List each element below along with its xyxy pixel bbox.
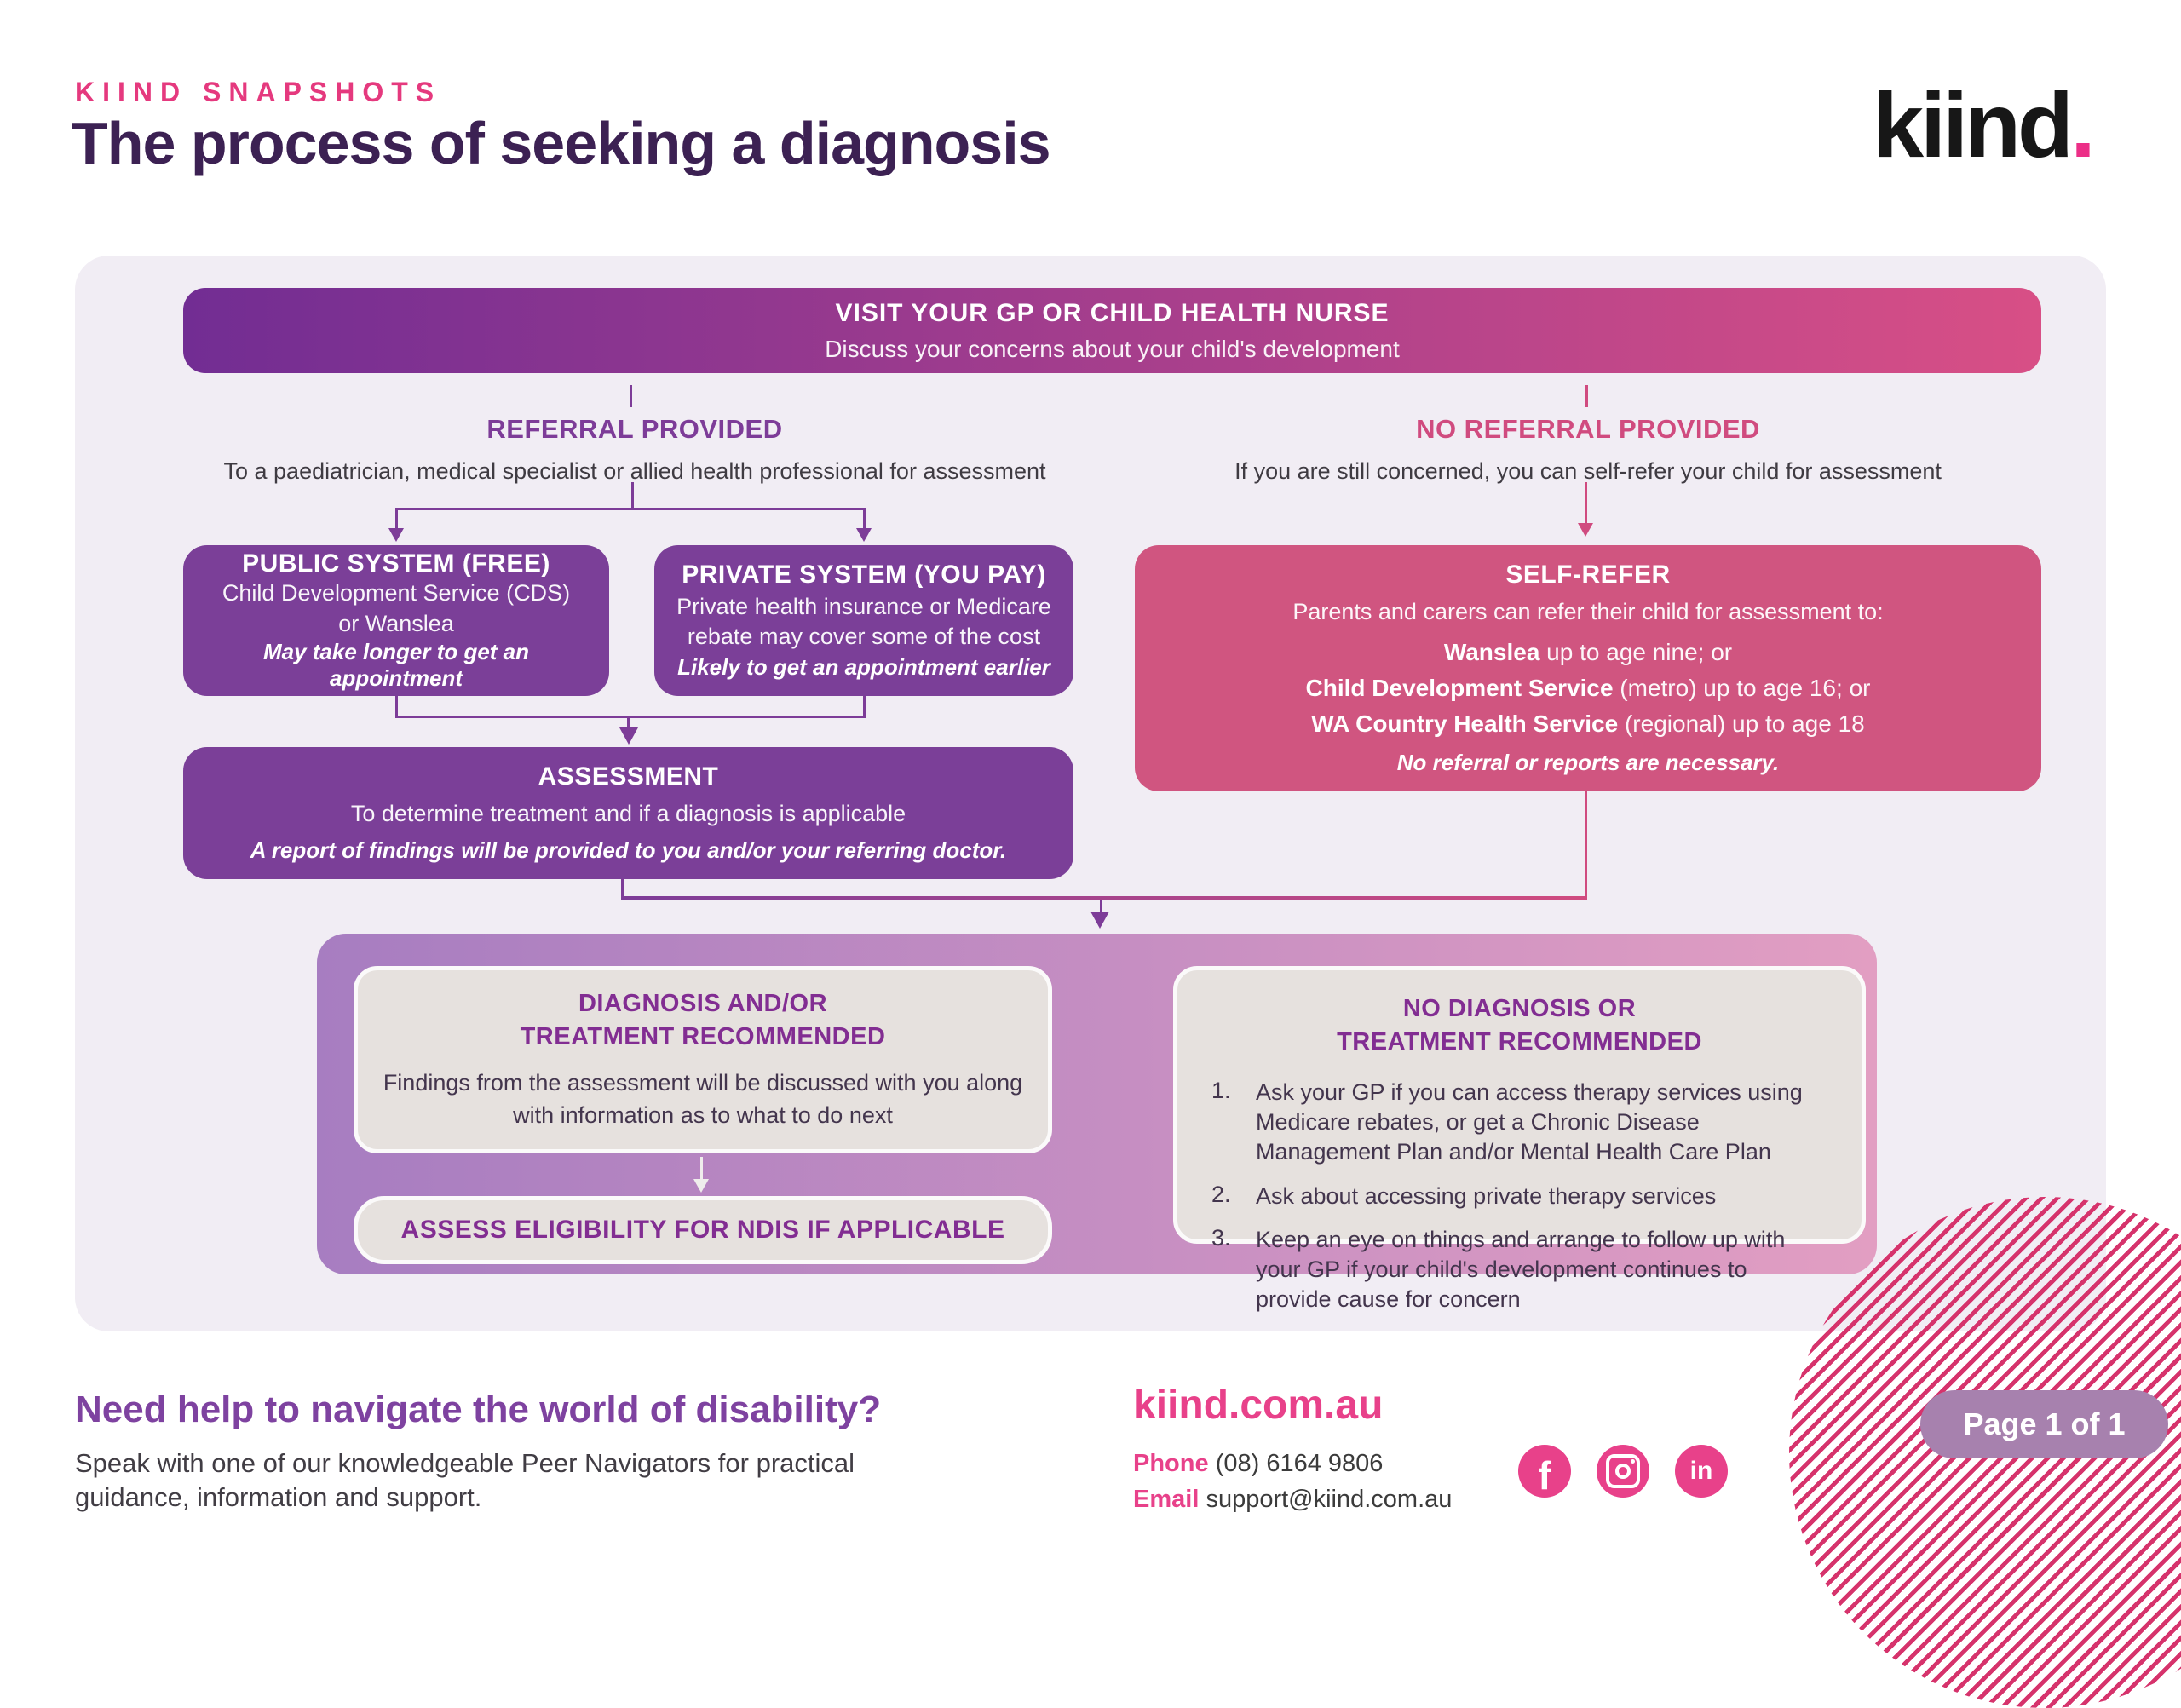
option-name: Wanslea xyxy=(1443,639,1540,666)
connector-public-down xyxy=(395,696,398,717)
option-name: WA Country Health Service xyxy=(1311,710,1619,738)
assessment-box: ASSESSMENT To determine treatment and if… xyxy=(183,747,1073,879)
connector-outcome-stem xyxy=(1100,900,1102,913)
ndis-box: ASSESS ELIGIBILITY FOR NDIS IF APPLICABL… xyxy=(354,1196,1052,1264)
connector-self-refer-down xyxy=(1585,791,1587,898)
visit-gp-subtitle: Discuss your concerns about your child's… xyxy=(825,335,1400,362)
connector-referral-stub xyxy=(631,482,634,509)
instagram-icon[interactable] xyxy=(1597,1445,1649,1498)
list-item-text: Ask your GP if you can access therapy se… xyxy=(1256,1079,1803,1165)
public-system-box: PUBLIC SYSTEM (FREE) Child Development S… xyxy=(183,545,609,696)
arrow-down-public-icon xyxy=(388,528,404,542)
arrow-down-self-refer-icon xyxy=(1578,523,1593,537)
public-system-body: Child Development Service (CDS) or Wansl… xyxy=(222,580,571,636)
kiind-logo: kiind. xyxy=(1873,72,2096,178)
assessment-note: A report of findings will be provided to… xyxy=(250,837,1007,863)
assessment-body: To determine treatment and if a diagnosi… xyxy=(350,801,906,827)
self-refer-box: SELF-REFER Parents and carers can refer … xyxy=(1135,545,2041,791)
linkedin-glyph: in xyxy=(1689,1457,1713,1485)
no-referral-title: NO REFERRAL PROVIDED xyxy=(1416,414,1760,444)
option-detail: up to age nine; or xyxy=(1539,639,1733,666)
arrow-down-outcomes-icon xyxy=(1090,912,1109,929)
arrow-down-ndis-icon xyxy=(693,1179,709,1193)
list-item-number: 3. xyxy=(1211,1224,1231,1251)
option-detail: (metro) up to age 16; or xyxy=(1613,675,1871,702)
referral-title: REFERRAL PROVIDED xyxy=(486,414,783,444)
referral-description: To a paediatrician, medical specialist o… xyxy=(223,458,1046,484)
option-name: Child Development Service xyxy=(1305,675,1614,702)
self-refer-option: Child Development Service (metro) up to … xyxy=(1306,670,1871,706)
phone-value: (08) 6164 9806 xyxy=(1215,1450,1384,1477)
connector-assessment-down xyxy=(621,879,624,898)
website-link[interactable]: kiind.com.au xyxy=(1133,1383,1384,1428)
diagnosis-outcome-box: DIAGNOSIS AND/OR TREATMENT RECOMMENDED F… xyxy=(354,966,1052,1153)
phone-row: Phone (08) 6164 9806 xyxy=(1133,1450,1383,1478)
list-item: 2. Ask about accessing private therapy s… xyxy=(1211,1182,1827,1211)
list-item-number: 1. xyxy=(1211,1078,1231,1104)
email-value[interactable]: support@kiind.com.au xyxy=(1206,1486,1453,1513)
no-referral-branch: NO REFERRAL PROVIDED If you are still co… xyxy=(1135,414,2041,485)
kicker-kiind-snapshots: KIIND SNAPSHOTS xyxy=(75,77,442,107)
arrow-down-private-icon xyxy=(856,528,872,542)
page-title: The process of seeking a diagnosis xyxy=(72,110,1051,176)
kiind-logo-dot-icon: . xyxy=(2070,73,2096,176)
email-label: Email xyxy=(1133,1486,1200,1513)
page-number-badge: Page 1 of 1 xyxy=(1920,1390,2168,1458)
self-refer-option: WA Country Health Service (regional) up … xyxy=(1306,706,1871,742)
connector-public-stem xyxy=(395,508,398,528)
list-item-number: 2. xyxy=(1211,1181,1231,1207)
connector-assessment-stem xyxy=(627,717,630,729)
connector-referral-split xyxy=(395,508,866,510)
connector-tick-left xyxy=(630,385,632,407)
private-system-note: Likely to get an appointment earlier xyxy=(677,654,1050,680)
private-system-box: PRIVATE SYSTEM (YOU PAY) Private health … xyxy=(654,545,1073,696)
self-refer-intro: Parents and carers can refer their child… xyxy=(1292,598,1884,624)
no-diagnosis-list: 1. Ask your GP if you can access therapy… xyxy=(1211,1078,1827,1314)
connector-tick-right xyxy=(1585,385,1588,407)
footer-headline: Need help to navigate the world of disab… xyxy=(75,1389,882,1430)
connector-private-stem xyxy=(863,508,866,528)
connector-merge-line xyxy=(395,716,866,718)
connector-outcome-line xyxy=(621,896,1587,900)
list-item-text: Keep an eye on things and arrange to fol… xyxy=(1256,1226,1786,1312)
kiind-logo-text: kiind xyxy=(1873,73,2074,176)
no-diagnosis-outcome-box: NO DIAGNOSIS OR TREATMENT RECOMMENDED 1.… xyxy=(1173,966,1866,1312)
public-system-title: PUBLIC SYSTEM (FREE) xyxy=(242,549,550,578)
email-row: Email support@kiind.com.au xyxy=(1133,1486,1452,1514)
visit-gp-title: VISIT YOUR GP OR CHILD HEALTH NURSE xyxy=(835,298,1390,327)
no-referral-description: If you are still concerned, you can self… xyxy=(1234,458,1942,484)
list-item-text: Ask about accessing private therapy serv… xyxy=(1256,1182,1717,1209)
visit-gp-banner: VISIT YOUR GP OR CHILD HEALTH NURSE Disc… xyxy=(183,288,2041,373)
public-system-note: May take longer to get an appointment xyxy=(262,638,530,691)
instagram-glyph xyxy=(1606,1454,1640,1488)
self-refer-note: No referral or reports are necessary. xyxy=(1396,750,1780,775)
connector-self-refer-stem xyxy=(1585,482,1587,525)
self-refer-options: Wanslea up to age nine; or Child Develop… xyxy=(1306,635,1871,742)
self-refer-title: SELF-REFER xyxy=(1505,561,1671,589)
linkedin-icon[interactable]: in xyxy=(1675,1445,1728,1498)
option-detail: (regional) up to age 18 xyxy=(1618,710,1865,738)
private-system-title: PRIVATE SYSTEM (YOU PAY) xyxy=(682,561,1046,589)
diagnosis-title: DIAGNOSIS AND/OR TREATMENT RECOMMENDED xyxy=(520,990,886,1051)
diagnosis-body: Findings from the assessment will be dis… xyxy=(383,1070,1023,1129)
list-item: 3. Keep an eye on things and arrange to … xyxy=(1211,1225,1827,1314)
phone-label: Phone xyxy=(1133,1450,1209,1477)
footer-description: Speak with one of our knowledgeable Peer… xyxy=(75,1448,855,1513)
referral-branch: REFERRAL PROVIDED To a paediatrician, me… xyxy=(183,414,1086,485)
arrow-down-assessment-icon xyxy=(619,727,638,745)
assessment-title: ASSESSMENT xyxy=(538,762,719,791)
no-diagnosis-title: NO DIAGNOSIS OR TREATMENT RECOMMENDED xyxy=(1337,995,1702,1056)
facebook-glyph: f xyxy=(1538,1453,1551,1498)
connector-private-down xyxy=(863,696,866,717)
ndis-title: ASSESS ELIGIBILITY FOR NDIS IF APPLICABL… xyxy=(400,1216,1005,1244)
list-item: 1. Ask your GP if you can access therapy… xyxy=(1211,1078,1827,1167)
private-system-body: Private health insurance or Medicare reb… xyxy=(676,593,1051,649)
connector-ndis-stem xyxy=(700,1157,703,1181)
self-refer-option: Wanslea up to age nine; or xyxy=(1306,635,1871,670)
facebook-icon[interactable]: f xyxy=(1518,1445,1571,1498)
